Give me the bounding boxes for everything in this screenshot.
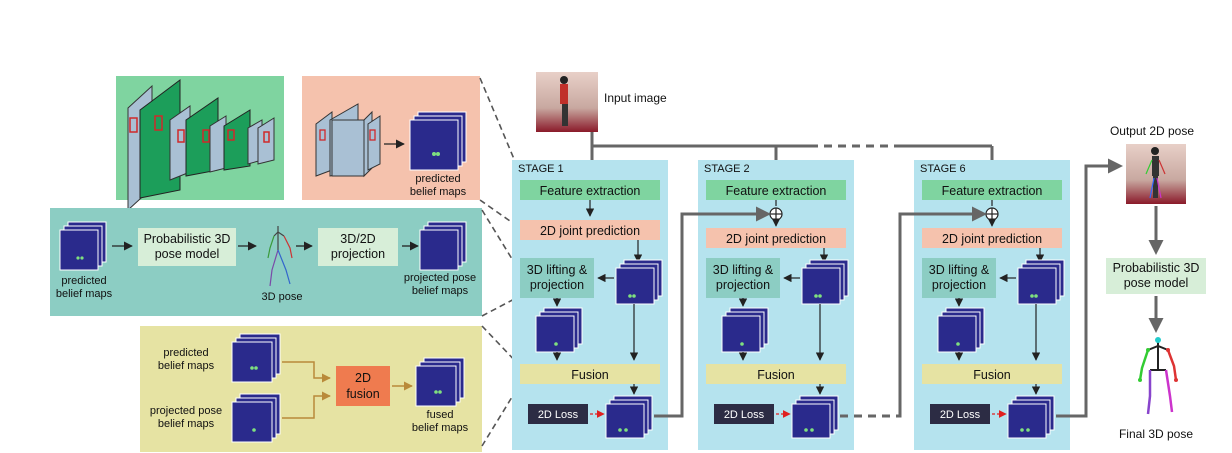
fusion-2d-label-1: 2D (355, 371, 371, 385)
cnn-feature-panel (116, 76, 284, 212)
predicted-belief-maps-label-2: belief maps (410, 186, 467, 198)
teal-projected-label-2: belief maps (412, 285, 469, 297)
feature-extraction-box (922, 180, 1062, 200)
stage-title: STAGE 6 (920, 163, 966, 175)
inter-stage-connections (654, 158, 1123, 418)
lifting-label-1: 3D lifting & (527, 263, 588, 277)
stage-title: STAGE 2 (704, 163, 750, 175)
lifting-box (520, 258, 594, 298)
fusion-box (706, 364, 846, 384)
lifting-label-2: projection (530, 278, 584, 292)
stage-1: STAGE 1 Feature extraction 2D joint predic… (512, 160, 668, 450)
fusion-fused-label-1: fused (427, 409, 454, 421)
joint-prediction-box (706, 228, 846, 248)
predicted-belief-maps-label-1: predicted (415, 173, 460, 185)
teal-projection-box (318, 228, 398, 266)
teal-predicted-maps-stack (59, 221, 107, 271)
sum-node-icon (769, 207, 783, 221)
stage-output-maps-stack (605, 395, 653, 439)
stages-layer: STAGE 1 Feature extraction 2D joint predic… (512, 160, 1070, 450)
feature-extraction-box (706, 180, 846, 200)
teal-prob-model-label-1: Probabilistic 3D (144, 232, 231, 246)
loss-label: 2D Loss (940, 409, 981, 421)
stage-belief-maps-stack (1017, 259, 1065, 305)
stage-belief-maps-stack (615, 259, 663, 305)
joint-prediction-panel: predicted belief maps (302, 76, 480, 200)
lifting-box (706, 258, 780, 298)
fusion-box (922, 364, 1062, 384)
prob-3d-model-box (1106, 258, 1206, 294)
prob-3d-model-label-1: Probabilistic 3D (1113, 261, 1200, 275)
stage-projected-maps-stack (721, 307, 769, 353)
fusion-projected-label-1: projected pose (150, 405, 222, 417)
teal-projected-label-1: projected pose (404, 272, 476, 284)
fusion-label: Fusion (757, 368, 795, 382)
predicted-belief-maps-stack (409, 111, 467, 171)
teal-projection-label-1: 3D/2D (340, 232, 375, 246)
loss-box (714, 404, 774, 424)
feature-extraction-label: Feature extraction (942, 184, 1043, 198)
stage-projected-maps-stack (535, 307, 583, 353)
lifting-label-2: projection (716, 278, 770, 292)
joint-prediction-box (922, 228, 1062, 248)
stage-projected-maps-stack (937, 307, 985, 353)
fusion-box (520, 364, 660, 384)
lifting-label-1: 3D lifting & (713, 263, 774, 277)
lifting-box (922, 258, 996, 298)
fusion-panel: predicted belief maps projected pose bel… (140, 326, 482, 452)
fusion-fused-label-2: belief maps (412, 422, 469, 434)
fusion-projected-label-2: belief maps (158, 418, 215, 430)
loss-label: 2D Loss (724, 409, 765, 421)
teal-prob-model-label-2: pose model (155, 247, 220, 261)
final-3d-pose-skeleton (1138, 337, 1178, 415)
fusion-label: Fusion (571, 368, 609, 382)
lifting-label-2: projection (932, 278, 986, 292)
cnn-layers-icon (127, 79, 275, 212)
lifting-label-1: 3D lifting & (929, 263, 990, 277)
stage-belief-maps-stack (801, 259, 849, 305)
joint-prediction-box (520, 220, 660, 240)
fusion-projected-stack (231, 393, 281, 443)
fusion-label: Fusion (973, 368, 1011, 382)
stage-2: STAGE 2 Feature extraction 2D joint predic… (698, 160, 854, 450)
stage-output-maps-stack (1007, 395, 1055, 439)
joint-prediction-label: 2D joint prediction (942, 232, 1042, 246)
final-3d-pose-label: Final 3D pose (1119, 427, 1193, 441)
input-image-label: Input image (604, 91, 667, 105)
small-cnn-icon (315, 103, 381, 178)
fusion-predicted-label-2: belief maps (158, 360, 215, 372)
fusion-2d-label-2: fusion (346, 387, 379, 401)
output-2d-pose-label: Output 2D pose (1110, 124, 1194, 138)
joint-prediction-label: 2D joint prediction (540, 224, 640, 238)
teal-projection-label-2: projection (331, 247, 385, 261)
fusion-predicted-stack (231, 333, 281, 383)
stage-output-maps-stack (791, 395, 839, 439)
loss-label: 2D Loss (538, 409, 579, 421)
fusion-fused-stack (415, 357, 465, 407)
teal-prob-model-box (138, 228, 236, 266)
lifting-panel: predicted belief maps Probabilistic 3D p… (50, 208, 482, 316)
teal-predicted-label-2: belief maps (56, 288, 113, 300)
joint-prediction-label: 2D joint prediction (726, 232, 826, 246)
feature-extraction-box (520, 180, 660, 200)
teal-predicted-label-1: predicted (61, 275, 106, 287)
teal-3d-pose-label: 3D pose (262, 291, 303, 303)
fusion-2d-box (336, 366, 390, 406)
sum-node-icon (985, 207, 999, 221)
feature-extraction-label: Feature extraction (726, 184, 827, 198)
prob-3d-model-label-2: pose model (1124, 276, 1189, 290)
stage-title: STAGE 1 (518, 163, 564, 175)
teal-3d-pose-skeleton (267, 226, 293, 287)
stage-3: STAGE 6 Feature extraction 2D joint predic… (914, 160, 1070, 450)
feature-extraction-label: Feature extraction (540, 184, 641, 198)
fusion-predicted-label-1: predicted (163, 347, 208, 359)
loss-box (528, 404, 588, 424)
output-2d-pose-image (1126, 144, 1186, 204)
teal-projected-maps-stack (419, 221, 467, 271)
input-image (536, 72, 598, 132)
loss-box (930, 404, 990, 424)
